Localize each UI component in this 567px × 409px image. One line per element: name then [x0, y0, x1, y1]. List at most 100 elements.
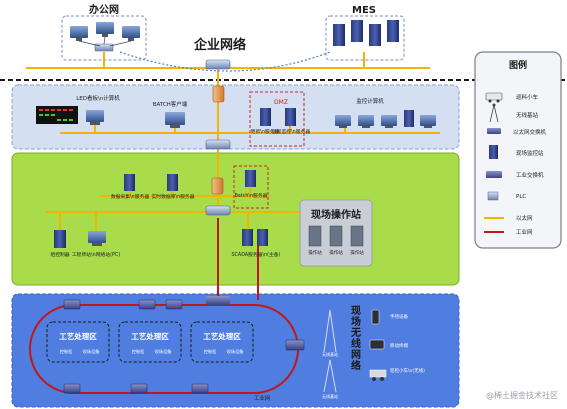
- process-zone-2: 工艺处理区 控制柜 现场设备: [118, 321, 182, 363]
- ring-switch-boxes: [63, 299, 305, 394]
- legend-labels: 巡料小车 无线基站 以太网交换机 现场监控站 工业交换机 PLC 以太网 工业网: [513, 93, 547, 236]
- legend-item-6: 以太网: [516, 214, 533, 222]
- wireless-sub-1: 无线基站: [322, 351, 338, 357]
- monitor-label: 监控计算机: [356, 97, 384, 105]
- realtime-server-label-line-1: 实时数据库\n服务器: [151, 193, 194, 200]
- legend-cart-icon: [485, 92, 503, 103]
- wireless-network-label: 现场无线网络: [350, 305, 361, 372]
- legend-plc-icon: [487, 191, 499, 201]
- wireless-label-char: 络: [351, 359, 361, 372]
- legend-item-5: PLC: [516, 194, 526, 200]
- process-zone-3: 工艺处理区 控制柜 现场设备: [190, 321, 254, 363]
- enterprise-switch-icon: [205, 59, 231, 70]
- monitor-pcs: [335, 110, 436, 128]
- process-zone-sub-1b: 现场设备: [83, 348, 101, 355]
- wireless-device-cart: [369, 369, 387, 381]
- batch-client-icon: [165, 112, 185, 128]
- legend-monitor-station-icon: [489, 145, 498, 159]
- legend-title: 图例: [509, 59, 527, 71]
- data-server-icon: [124, 174, 135, 191]
- data-server-label: 数据采集\n服务器: [111, 193, 149, 200]
- wireless-label-char: 网: [351, 349, 361, 361]
- process-zone-sub-1a: 控制柜: [60, 348, 73, 355]
- firewall-icon-2: [211, 177, 224, 195]
- device-label-3: 巡检小车\n(无线): [390, 367, 425, 374]
- legend-industrial-switch-icon: [486, 171, 502, 178]
- led-label: LED看板\n计算机: [76, 94, 120, 102]
- legend-item-4: 工业交换机: [516, 171, 544, 179]
- process-zone-label-3: 工艺处理区: [203, 331, 241, 341]
- field-station-label: 现场操作站: [311, 208, 361, 221]
- industrial-label: 工业网: [254, 394, 271, 402]
- office-label: 办公网: [89, 3, 119, 16]
- wireless-label-char: 无: [350, 327, 361, 339]
- wireless-antennas: [323, 309, 337, 393]
- process-zone-sub-2b: 现场设备: [155, 348, 173, 355]
- data-server-label-line-1: 数据采集\n服务器: [111, 193, 149, 200]
- scada-label: SCADA服务器\n(主备): [232, 251, 281, 258]
- field-station-sub-3: 操作站: [350, 249, 364, 256]
- wireless-label-char: 场: [351, 315, 361, 328]
- remote-server-label-line-1: 远程监控\n服务器: [272, 128, 310, 135]
- switch-icon-1: [205, 139, 231, 150]
- batch-client-label: BATCH客户端: [153, 100, 188, 108]
- process-zone-label-1: 工艺处理区: [59, 331, 97, 341]
- dmz-frame: [249, 91, 305, 147]
- mes-label: MES: [352, 5, 376, 16]
- process-zone-sub-2a: 控制柜: [132, 348, 145, 355]
- dmz-label: DMZ: [274, 99, 288, 106]
- led-board-icon: [36, 106, 78, 124]
- legend-base-station-icon: [489, 103, 499, 123]
- wireless-label-char: 线: [351, 337, 361, 350]
- engineer-station-label-line-1: 工程师站\n网络站(PC): [72, 251, 120, 258]
- watermark: @稀土掘金技术社区: [486, 390, 558, 400]
- legend-item-0: 巡料小车: [516, 93, 539, 101]
- industrial-switch-icon: [206, 296, 230, 305]
- led-pc-icon: [86, 110, 104, 125]
- field-station-units: [308, 225, 364, 247]
- remote-server-label: 远程监控\n服务器: [272, 128, 310, 135]
- device-label-3-line-1: 巡检小车\n(无线): [390, 367, 425, 374]
- batch-server-label-line-1: Batch\n服务器: [235, 192, 268, 199]
- realtime-server-label: 实时数据库\n服务器: [151, 193, 194, 200]
- legend-item-7: 工业网: [516, 228, 533, 236]
- control-cabinet-icon: [54, 230, 66, 248]
- device-label-1: 手持设备: [390, 313, 408, 320]
- legend-item-2: 以太网交换机: [513, 128, 547, 136]
- control-band: [11, 152, 460, 286]
- engineer-station-label: 工程师站\n网络站(PC): [72, 251, 120, 258]
- switch-icon-2: [205, 205, 231, 216]
- legend-item-3: 现场监控站: [516, 149, 544, 157]
- legend-item-1: 无线基站: [516, 111, 539, 119]
- batch-server-label: Batch\n服务器: [235, 192, 268, 199]
- device-label-2: 移动终端: [390, 342, 408, 349]
- wireless-device-laptop: [369, 339, 385, 350]
- enterprise-label: 企业网络: [193, 37, 246, 53]
- batch-server-icon: [245, 170, 256, 187]
- office-pcs: [70, 22, 140, 52]
- legend-ethernet-switch-icon: [487, 128, 501, 134]
- wireless-sub-2: 无线基站: [322, 393, 338, 399]
- process-zone-label-2: 工艺处理区: [131, 331, 169, 341]
- realtime-server-icon: [167, 174, 178, 191]
- scada-server-icon-b: [257, 229, 268, 246]
- control-cabinet-label: 组控制器: [50, 251, 69, 258]
- scada-label-line-1: SCADA服务器\n(主备): [232, 251, 281, 258]
- led-label-line-1: LED看板\n计算机: [76, 94, 120, 102]
- scada-server-icon-a: [242, 229, 253, 246]
- wireless-device-handheld: [371, 309, 380, 325]
- process-zone-sub-3a: 控制柜: [204, 348, 217, 355]
- update-server-icon: [260, 108, 271, 126]
- update-server-label: 更新\n服务器: [251, 128, 280, 135]
- wireless-label-char: 现: [351, 305, 361, 317]
- field-station-sub-1: 操作站: [308, 249, 322, 256]
- batch-frame: [233, 165, 269, 209]
- engineer-station-icon: [88, 231, 106, 246]
- firewall-icon-1: [212, 85, 225, 103]
- process-zones: 工艺处理区 控制柜 现场设备 工艺处理区 控制柜 现场设备 工艺处理区 控制柜 …: [46, 321, 254, 363]
- field-station-sub-2: 操作站: [329, 249, 343, 256]
- mes-servers: [333, 20, 399, 46]
- mes-cluster-frame: [325, 15, 405, 61]
